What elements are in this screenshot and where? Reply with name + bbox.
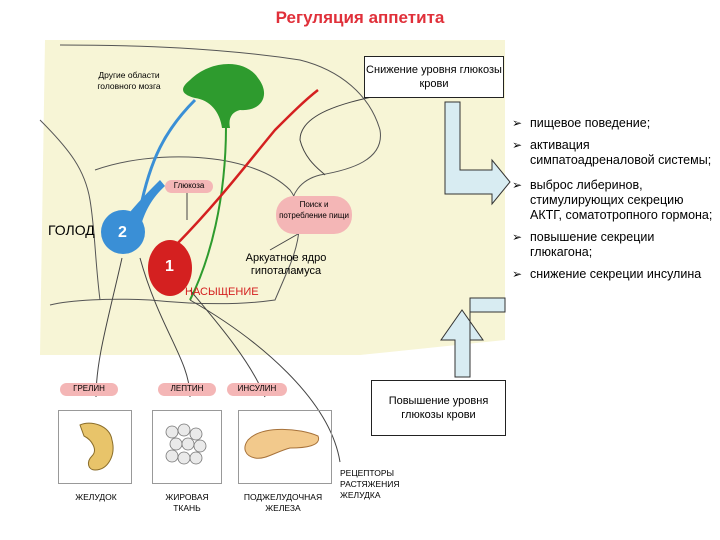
blue-neuron: [101, 210, 145, 254]
page-title: Регуляция аппетита: [275, 8, 445, 27]
glucose-pill: Глюкоза: [165, 180, 213, 193]
neuron-2-number: 2: [118, 224, 127, 241]
stomach-illustration: [79, 422, 114, 471]
pancreas-box: [238, 410, 332, 484]
effect-item: выброс либеринов, стимулирующих секрецию…: [512, 178, 717, 223]
arrow-down-right: [444, 101, 511, 206]
other-brain-label: Другие области головного мозга: [97, 70, 161, 91]
adipose-illustration: [165, 423, 207, 465]
satiety-label: НАСЫЩЕНИЕ: [185, 286, 259, 298]
hunger-label: ГОЛОД: [48, 222, 95, 238]
glucose-rise-text: Повышение уровня глюкозы крови: [388, 395, 489, 421]
red-neuron: [148, 240, 192, 296]
arrow-up-left: [440, 297, 506, 378]
stomach-label: ЖЕЛУДОК: [75, 492, 117, 502]
brain-outline: [39, 44, 381, 301]
effect-item: снижение секреции инсулина: [512, 267, 717, 282]
adipose-box: [152, 410, 222, 484]
receptors-label: РЕЦЕПТОРЫ РАСТЯЖЕНИЯ ЖЕЛУДКА: [340, 468, 400, 500]
search-food-pill: Поиск и потребление пищи: [276, 196, 352, 234]
arcuate-label: Аркуатное ядро гипоталамуса: [245, 252, 327, 277]
blue-neuron-tail: [130, 180, 165, 222]
stomach-box: [58, 410, 132, 484]
leptin-pill: ЛЕПТИН: [158, 383, 216, 396]
insulin-pill: ИНСУЛИН: [227, 383, 287, 396]
green-neuron: [183, 63, 265, 128]
blue-axon: [138, 98, 197, 211]
ghrelin-pill: ГРЕЛИН: [60, 383, 118, 396]
glucose-rise-box: Повышение уровня глюкозы крови: [371, 380, 506, 436]
pancreas-label: ПОДЖЕЛУДОЧНАЯ ЖЕЛЕЗА: [243, 492, 323, 513]
adipose-label: ЖИРОВАЯ ТКАНЬ: [165, 492, 209, 513]
effect-item: активация симпатоадреналовой системы;: [512, 138, 717, 168]
neuron-1-number: 1: [165, 258, 174, 275]
effect-item: повышение секреции глюкагона;: [512, 230, 717, 260]
effect-item: пищевое поведение;: [512, 116, 717, 131]
glucose-drop-box: Снижение уровня глюкозы крови: [364, 56, 504, 98]
pancreas-illustration: [244, 428, 320, 459]
glucose-drop-text: Снижение уровня глюкозы крови: [366, 64, 502, 90]
hypothalamus-outline: [49, 156, 300, 306]
effects-list: пищевое поведение; активация симпатоадре…: [512, 116, 717, 289]
red-axon: [175, 89, 319, 246]
green-axon: [189, 125, 227, 301]
